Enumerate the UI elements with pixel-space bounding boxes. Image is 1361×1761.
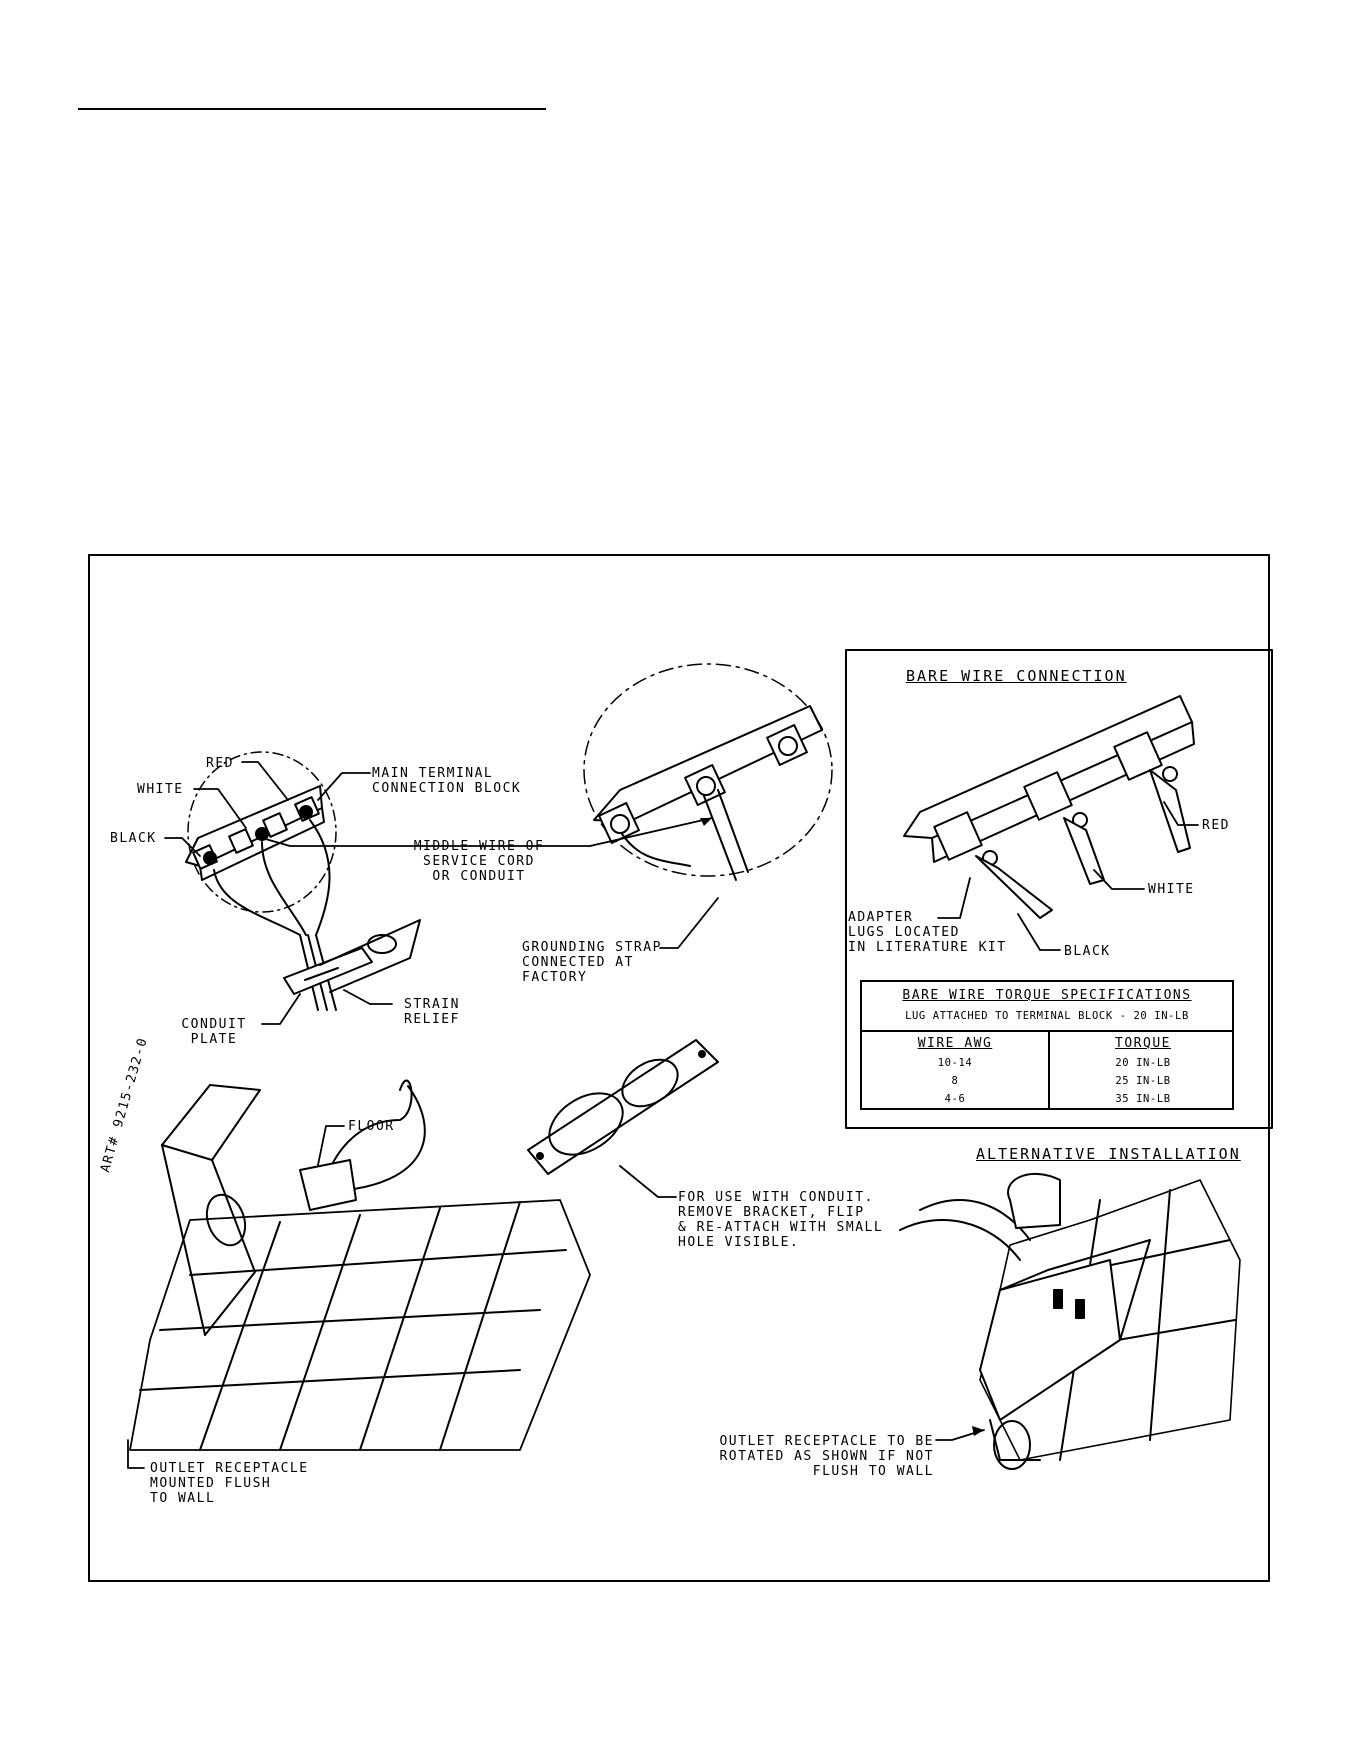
torque-table-subtitle: LUG ATTACHED TO TERMINAL BLOCK - 20 IN-L… (905, 1010, 1189, 1022)
label-grounding-strap: GROUNDING STRAP CONNECTED AT FACTORY (522, 940, 662, 985)
main-terminal-block-drawing (185, 751, 421, 1011)
torque-table-title: BARE WIRE TORQUE SPECIFICATIONS (902, 988, 1192, 1003)
bare-wire-title: BARE WIRE CONNECTION (906, 667, 1127, 685)
diagram-frame (88, 554, 1270, 1582)
torque-table: BARE WIRE TORQUE SPECIFICATIONS LUG ATTA… (860, 980, 1234, 1110)
table-row-awg: 4-6 (944, 1093, 966, 1105)
bare-wire-red-label: RED (1202, 818, 1230, 833)
torque-table-column-divider (1048, 1032, 1050, 1108)
label-for-conduit: FOR USE WITH CONDUIT. REMOVE BRACKET, FL… (678, 1190, 884, 1250)
flush-outlet-drawing (129, 1079, 591, 1451)
table-row-torque: 25 IN-LB (1115, 1075, 1171, 1087)
alternative-outlet-drawing (899, 1172, 1241, 1470)
label-strain-relief: STRAIN RELIEF (404, 997, 460, 1027)
label-floor: FLOOR (348, 1119, 395, 1134)
conduit-plate-drawing (527, 1039, 719, 1175)
label-main-terminal: MAIN TERMINAL CONNECTION BLOCK (372, 766, 522, 796)
table-row-awg: 8 (951, 1075, 959, 1087)
torque-header-wire-awg: WIRE AWG (917, 1036, 993, 1051)
label-alternative-installation: ALTERNATIVE INSTALLATION (976, 1145, 1241, 1163)
table-row-torque: 20 IN-LB (1115, 1057, 1171, 1069)
bare-wire-inset-box (845, 649, 1273, 1129)
bare-wire-white-label: WHITE (1148, 882, 1195, 897)
grounding-zoom-drawing (583, 663, 833, 881)
torque-header-torque: TORQUE (1115, 1036, 1171, 1051)
torque-table-divider (862, 1030, 1232, 1032)
table-row-awg: 10-14 (937, 1057, 973, 1069)
header-rule (78, 108, 546, 110)
label-red: RED (206, 756, 234, 771)
label-white: WHITE (137, 782, 184, 797)
leader-arrowheads (700, 818, 984, 1436)
label-outlet-rotated: OUTLET RECEPTACLE TO BE ROTATED AS SHOWN… (719, 1434, 934, 1479)
bare-wire-terminal-drawing (903, 695, 1195, 919)
table-row-torque: 35 IN-LB (1115, 1093, 1171, 1105)
label-outlet-flush: OUTLET RECEPTACLE MOUNTED FLUSH TO WALL (150, 1461, 309, 1506)
bare-wire-black-label: BLACK (1064, 944, 1111, 959)
label-black: BLACK (110, 831, 157, 846)
leader-lines (127, 761, 1199, 1469)
label-conduit-plate: CONDUIT PLATE (181, 1017, 247, 1047)
bare-wire-adapter-label: ADAPTER LUGS LOCATED IN LITERATURE KIT (848, 910, 1007, 955)
label-middle-wire: MIDDLE WIRE OF SERVICE CORD OR CONDUIT (413, 839, 545, 884)
